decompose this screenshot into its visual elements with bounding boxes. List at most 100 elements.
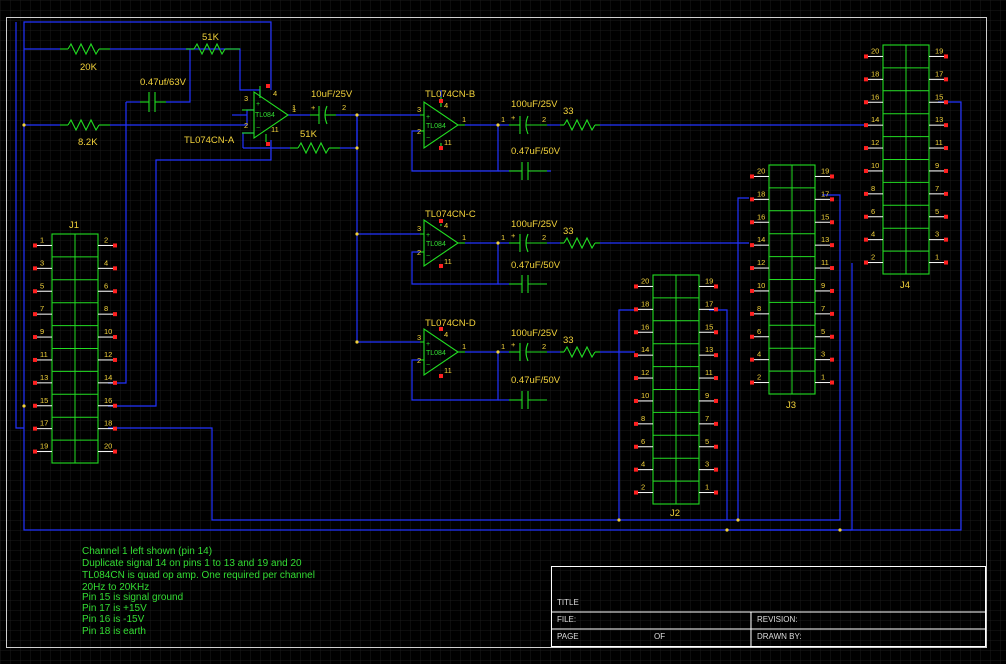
connector-pad xyxy=(33,289,37,294)
connector-pad xyxy=(830,334,834,339)
capacitor-10uf-pin1: 1 xyxy=(292,103,296,112)
connector-pad xyxy=(634,284,638,289)
note-line: 20Hz to 20KHz xyxy=(82,582,149,593)
connector-pad xyxy=(113,380,117,385)
connector-pin-label: 10 xyxy=(757,281,765,290)
connector-pin-label: 3 xyxy=(821,350,825,359)
connector-pad xyxy=(830,197,834,202)
connector-pad xyxy=(33,357,37,362)
capacitor-plus-mark: + xyxy=(511,231,516,240)
connector-pin-label: 18 xyxy=(104,419,112,428)
connector-pin-label: 16 xyxy=(641,322,649,331)
connector-pin-label: 12 xyxy=(641,368,649,377)
opamp-c-pin3: 3 xyxy=(417,224,421,233)
connector-pad xyxy=(864,100,868,105)
connector-pin-label: 13 xyxy=(935,115,943,124)
opamp-c: + − TL084 3 2 1 4 11 TL074CN-C xyxy=(417,209,476,268)
connector-pad xyxy=(864,191,868,196)
note-line: Pin 18 is earth xyxy=(82,626,146,637)
resistor-51k-top: 51K xyxy=(186,32,240,56)
connector-pad xyxy=(714,444,718,449)
connector-pin-label: 6 xyxy=(641,437,645,446)
opamp-c-name: TL074CN-C xyxy=(425,209,476,220)
opamp-d: + − TL084 3 2 1 4 11 TL074CN-D xyxy=(417,318,476,377)
connector-pin-label: 9 xyxy=(705,391,709,400)
connector-pad xyxy=(714,307,718,312)
opamp-a: + − TL084 3 2 1 4 11 TL074CN-A xyxy=(184,86,296,146)
connector-pad xyxy=(714,398,718,403)
connector-pad xyxy=(113,357,117,362)
connector-pad xyxy=(864,123,868,128)
capacitor-plus-mark: + xyxy=(511,340,516,349)
connector-pad xyxy=(864,54,868,59)
opamp-minus-sign: − xyxy=(426,362,430,369)
connector-pin-label: 15 xyxy=(40,396,48,405)
opamp-c-part: TL084 xyxy=(426,241,446,248)
connector-pad xyxy=(714,376,718,381)
connector-pad xyxy=(830,243,834,248)
connector-pad xyxy=(714,330,718,335)
connector-pad xyxy=(714,284,718,289)
opamp-c-pin1: 1 xyxy=(462,233,466,242)
connector-pin-label: 20 xyxy=(641,276,649,285)
connector-pin-label: 8 xyxy=(104,304,108,313)
opamp-plus-sign: + xyxy=(426,232,430,239)
opamp-b-pin1: 1 xyxy=(462,115,466,124)
connector-pin-label: 11 xyxy=(821,258,829,267)
connector-pin-label: 12 xyxy=(757,258,765,267)
connector-pin-label: 16 xyxy=(871,92,879,101)
resistor-33-b-value: 33 xyxy=(563,106,574,117)
connector-pin-label: 18 xyxy=(641,299,649,308)
connector-name: J4 xyxy=(900,280,910,291)
capacitor-047uf-63v: 0.47uf/63V xyxy=(140,77,187,112)
resistor-33-d: 33 xyxy=(560,335,600,359)
connector-pad xyxy=(864,77,868,82)
resistor-51k-feedback-value: 51K xyxy=(300,129,318,140)
connector-pad xyxy=(113,426,117,431)
capacitor-10uf-pin2: 2 xyxy=(342,103,346,112)
connector-pad xyxy=(944,214,948,219)
opamp-c-pin2: 2 xyxy=(417,248,421,257)
opamp-c-pin4: 4 xyxy=(444,221,448,230)
connector-pin-label: 17 xyxy=(40,419,48,428)
opamp-d-pin1: 1 xyxy=(462,342,466,351)
opamp-a-pin1: 1 xyxy=(292,105,296,114)
connector-pin-label: 19 xyxy=(40,442,48,451)
connector-pad xyxy=(634,330,638,335)
capacitor-100uf-d-value: 100uF/25V xyxy=(511,328,558,339)
connector-pin-label: 1 xyxy=(821,373,825,382)
connector-pin-label: 9 xyxy=(935,161,939,170)
opamp-plus-sign: + xyxy=(256,101,260,108)
connector-pin-label: 15 xyxy=(935,92,943,101)
connector-pin-label: 10 xyxy=(641,391,649,400)
connector-pin-label: 20 xyxy=(104,442,112,451)
connector-pin-label: 3 xyxy=(935,230,939,239)
connector-pad xyxy=(634,490,638,495)
connector-pin-label: 12 xyxy=(104,350,112,359)
connector-pin-label: 6 xyxy=(757,327,761,336)
opamp-d-pin4: 4 xyxy=(444,330,448,339)
capacitor-100uf-d: 100uF/25V + 1 2 xyxy=(501,328,558,362)
connector-pin-label: 19 xyxy=(705,276,713,285)
capacitor-pin1: 1 xyxy=(501,342,505,351)
note-line: Duplicate signal 14 on pins 1 to 13 and … xyxy=(82,558,302,569)
connector-pad xyxy=(830,380,834,385)
junctions xyxy=(22,113,842,532)
connector-pad xyxy=(113,335,117,340)
resistor-20k: 20K xyxy=(60,42,110,73)
note-line: Pin 16 is -15V xyxy=(82,614,145,625)
connector-pad xyxy=(944,191,948,196)
connector-pin-label: 9 xyxy=(40,327,44,336)
connector-pad xyxy=(33,266,37,271)
capacitor-10uf: 10uF/25V + 1 2 xyxy=(292,89,353,125)
opamp-b-pin4: 4 xyxy=(444,101,448,110)
capacitor-plus-mark: + xyxy=(511,113,516,122)
connector-pad xyxy=(830,357,834,362)
opamp-plus-sign: + xyxy=(426,341,430,348)
capacitor-pin2: 2 xyxy=(542,233,546,242)
note-line: Pin 17 is +15V xyxy=(82,603,147,614)
connector-pin-label: 8 xyxy=(757,304,761,313)
connector-pad xyxy=(830,266,834,271)
